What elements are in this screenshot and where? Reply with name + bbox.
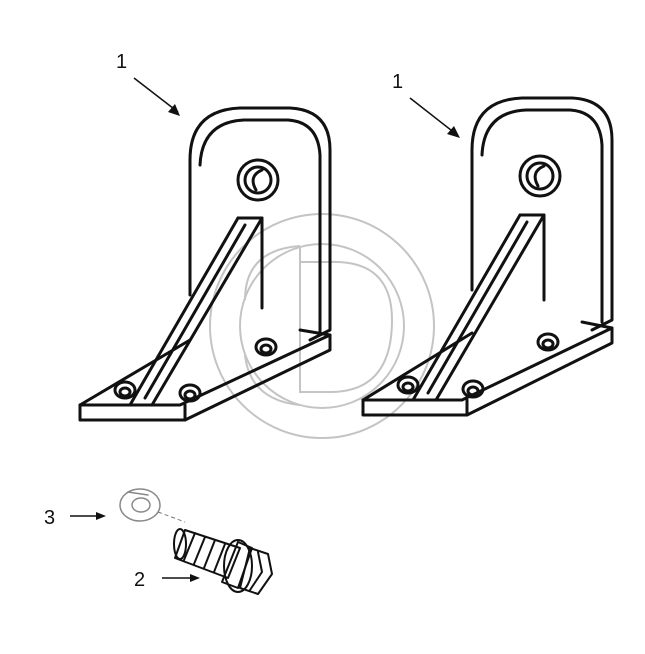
flange-bolt [173,528,273,595]
callout-washer: 3 [44,507,106,529]
arrowhead-icon [447,126,460,138]
watermark-logo-icon [209,213,435,439]
callout-label-washer: 3 [44,507,55,529]
bracket-left [78,106,332,422]
callout-bracket-left: 1 [116,51,180,116]
callout-label-bracket-right: 1 [392,71,403,93]
callout-bracket-right: 1 [392,71,460,138]
bracket-right [361,96,614,417]
arrowhead-icon [168,104,180,116]
callout-label-bracket-left: 1 [116,51,127,73]
callout-label-bolt: 2 [134,569,145,591]
lock-washer [119,488,161,522]
washer-centerline [157,511,186,523]
arrowhead-icon [190,574,200,582]
callout-bolt: 2 [134,569,200,591]
arrowhead-icon [96,512,106,520]
